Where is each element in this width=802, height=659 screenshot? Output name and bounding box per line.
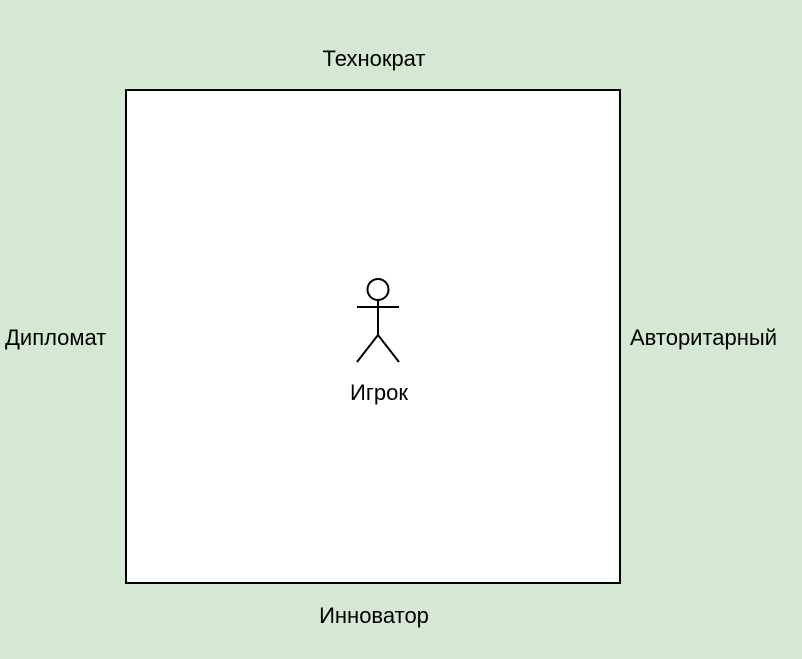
stick-figure-icon (356, 278, 400, 363)
actor-label: Игрок (350, 380, 408, 405)
right-axis-label: Авторитарный (630, 325, 778, 350)
bottom-axis-label: Инноватор (319, 603, 429, 628)
top-axis-label: Технократ (322, 46, 426, 71)
left-axis-label: Дипломат (5, 325, 107, 350)
axis-square (125, 89, 621, 584)
